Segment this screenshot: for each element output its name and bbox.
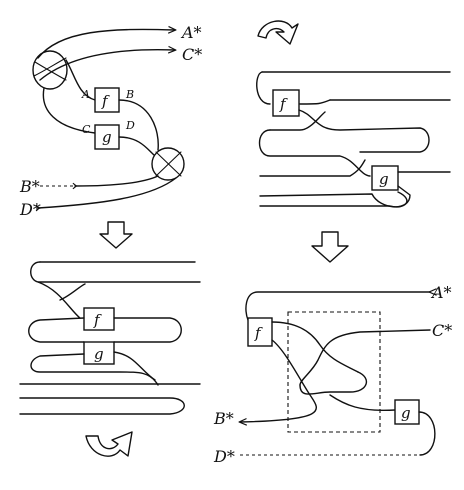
wire [59,283,86,301]
panel-bottom-left: f g [19,221,201,457]
panel-top-left: f g A B C D A* C* B* D* [19,23,202,219]
wire [37,281,81,319]
box-g-label: g [94,345,104,363]
wire-from-port-d [118,136,155,156]
wire [269,111,326,131]
wire-a-star [245,292,430,321]
port-b-label: B [125,88,134,101]
wire-to-port-c [42,87,96,134]
wire [256,71,271,105]
box-f-label: f [279,95,288,113]
wire [19,397,185,415]
box-g-label: g [379,170,389,188]
wire-from-port-b [118,99,159,151]
port-a-label: A [81,88,90,101]
wire-to-port-a [65,59,96,101]
box-f [247,317,273,347]
curved-arrow-left-icon [85,431,133,457]
port-c-label: C [82,123,91,136]
wire [271,321,359,373]
wire [28,317,85,343]
down-arrow-icon [99,221,133,249]
box-g-label: g [401,404,411,422]
strand [33,57,67,77]
wire [259,191,408,208]
box-g-label: g [102,128,112,146]
label-b-star: B* [213,409,234,428]
wire [259,159,366,177]
panel-top-right: f g [256,20,451,208]
wire-c-star [299,329,431,386]
box-f [83,307,115,331]
box-f-label: f [93,311,102,329]
wire-d-in [35,177,177,212]
wire-to-a-star [37,29,175,59]
wire [30,353,159,386]
box-f-label: f [254,324,263,342]
label-a-star: A* [430,283,452,302]
wire [30,261,201,283]
box-f [272,89,300,117]
crossing-circle-top [32,50,68,90]
label-d-star: D* [19,200,41,219]
down-arrow-icon [311,231,349,263]
label-a-star: A* [180,23,202,42]
wire [298,109,430,153]
wire [113,317,182,343]
wire-b-in [72,175,159,190]
wire [258,129,371,177]
curved-arrow-right-icon [257,20,299,45]
strand [155,151,182,177]
box-g [394,399,420,425]
dashed-boundary-box [287,311,381,433]
label-c-star: C* [432,321,452,340]
label-d-star: D* [213,447,235,466]
wire [299,99,331,105]
strand [34,61,67,81]
box-g [83,341,115,365]
panel-bottom-right: f g A* C* B* D* [213,231,452,466]
wire-b-star [240,339,317,422]
box-f-label: f [101,92,110,110]
wire [329,394,396,412]
label-c-star: C* [182,45,202,64]
label-b-star: B* [19,177,40,196]
port-d-label: D [125,119,135,132]
box-g [371,165,399,191]
wire [299,371,368,395]
wire [418,411,436,456]
crossing-circle-bottom [151,147,185,181]
